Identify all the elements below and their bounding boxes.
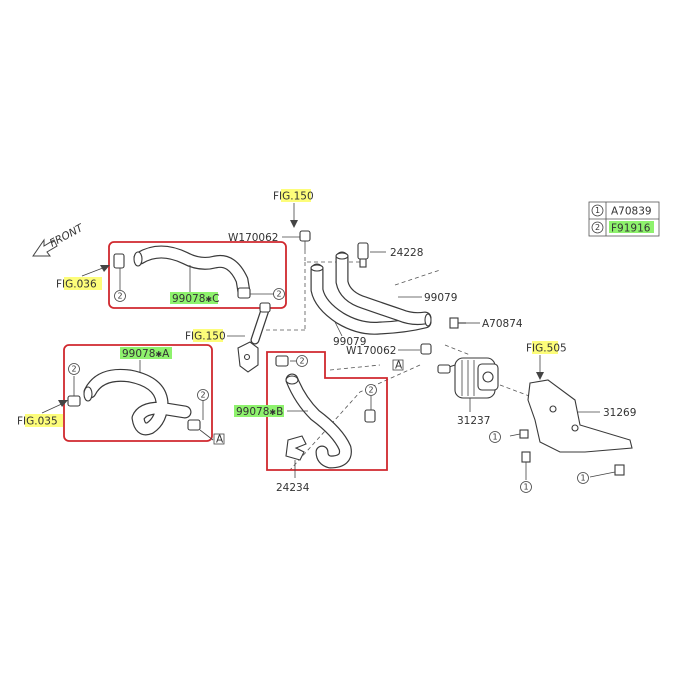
legend-row-2-num: 2 (595, 223, 600, 232)
svg-text:2: 2 (71, 365, 76, 374)
group-hose-99078-b: 2 2 99078✱B (234, 351, 388, 471)
part-label-31237: 31237 (457, 415, 490, 427)
fig-ref-right: FIG.505 (526, 341, 567, 380)
svg-text:FIG.150: FIG.150 (185, 331, 226, 343)
part-label-99079-right: 99079 (424, 292, 457, 304)
svg-text:1: 1 (523, 483, 528, 492)
hose-label-99078-b: 99078✱B (236, 406, 283, 418)
clamp-w170062-mid: W170062 A (346, 343, 432, 372)
svg-text:FIG.035: FIG.035 (17, 416, 58, 428)
bolts-callout-1: 1 1 1 (489, 429, 625, 493)
clip-24234: 24234 (276, 435, 310, 494)
svg-text:2: 2 (200, 391, 205, 400)
hose-label-99078-a: 99078✱A (122, 348, 170, 360)
part-label-a70874: A70874 (482, 318, 523, 330)
svg-text:1: 1 (580, 474, 585, 483)
hose-99079-pair: 99079 99079 (310, 251, 457, 348)
bracket-31269: 31269 (527, 379, 636, 453)
svg-text:2: 2 (368, 386, 373, 395)
group-hose-99078-c: 2 2 99078✱C (108, 241, 287, 309)
legend-table: 1 A70839 2 F91916 (588, 201, 660, 237)
part-label-31269: 31269 (603, 407, 636, 419)
part-label-24234: 24234 (276, 482, 310, 494)
part-label-w170062-top: W170062 (228, 232, 278, 244)
fig-ref-left-lower: FIG.035 (17, 400, 68, 428)
legend-row-2-code: F91916 (611, 223, 651, 235)
svg-text:2: 2 (299, 357, 304, 366)
part-label-99079-bottom: 99079 (333, 336, 366, 348)
fig-ref-top: FIG.150 (273, 189, 314, 228)
legend-row-1-code: A70839 (611, 206, 652, 218)
part-label-24228: 24228 (390, 247, 423, 259)
part-label-w170062-mid: W170062 (346, 345, 396, 357)
bolt-a70874: A70874 (449, 317, 523, 330)
svg-text:FIG.505: FIG.505 (526, 343, 567, 355)
svg-text:A: A (216, 434, 224, 446)
svg-text:2: 2 (276, 290, 281, 299)
front-label: FRONT (48, 221, 87, 249)
hose-label-99078-c: 99078✱C (172, 293, 219, 305)
pipe-bracket-mid (237, 302, 271, 373)
group-hose-99078-a: 99078✱A 2 2 (63, 344, 213, 442)
front-direction-indicator: FRONT (32, 221, 87, 257)
fig-ref-mid: FIG.150 (185, 329, 245, 343)
valve-24228: 24228 (357, 242, 423, 268)
oil-cooler-31237: 31237 (437, 357, 499, 427)
legend-row-1-num: 1 (595, 206, 600, 215)
fig-ref-left-upper: FIG.036 (56, 265, 110, 291)
svg-text:FIG.036: FIG.036 (56, 279, 97, 291)
svg-text:1: 1 (492, 433, 497, 442)
svg-text:2: 2 (117, 292, 122, 301)
svg-text:FIG.150: FIG.150 (273, 191, 314, 203)
ref-a-left: A (199, 429, 225, 446)
ref-a-mid: A (395, 360, 403, 372)
clamp-w170062-top: W170062 (228, 230, 311, 250)
